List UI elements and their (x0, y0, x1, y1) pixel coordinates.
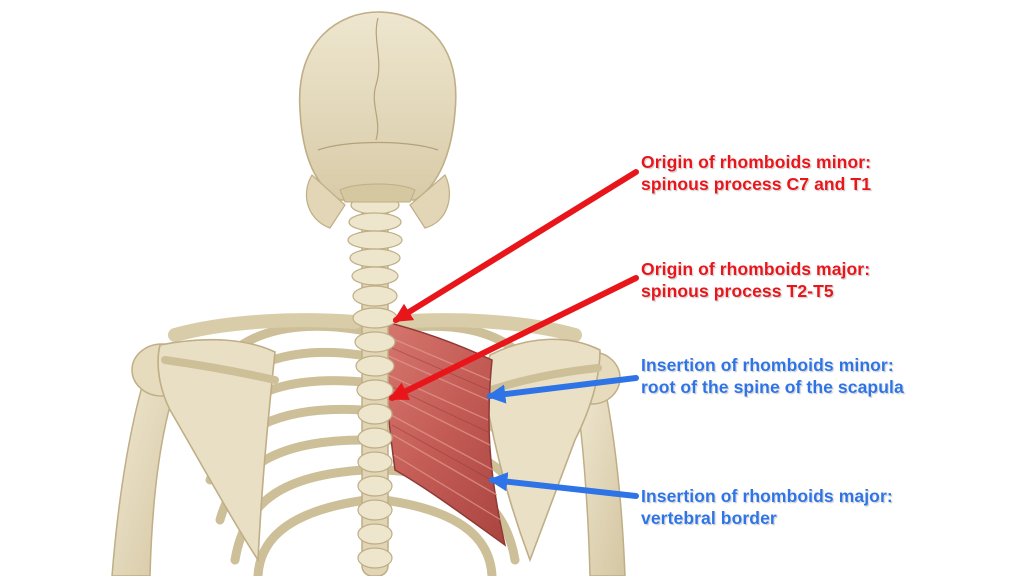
scapula-left (157, 338, 276, 563)
skull (298, 11, 457, 229)
red-arrow-icon (388, 275, 639, 401)
insertion-minor-detail: root of the spine of the scapula (641, 377, 904, 397)
insertion-major-detail: vertebral border (641, 508, 777, 528)
origin-major-label: Origin of rhomboids major: spinous proce… (641, 258, 870, 302)
origin-minor-detail: spinous process C7 and T1 (641, 174, 872, 194)
clavicle-left (168, 313, 362, 342)
origin-minor-title: Origin of rhomboids minor: (641, 152, 872, 172)
blue-arrow-icon (486, 375, 639, 404)
scapula-left-spine (161, 356, 279, 384)
insertion-minor-title: Insertion of rhomboids minor: (641, 355, 894, 375)
blue-arrow-icon (488, 472, 639, 499)
insertion-major-title: Insertion of rhomboids major: (641, 486, 893, 506)
red-arrow-icon (392, 169, 639, 323)
origin-major-title: Origin of rhomboids major: (641, 259, 871, 279)
insertion-minor-label: Insertion of rhomboids minor: root of th… (641, 354, 904, 398)
insertion-major-label: Insertion of rhomboids major: vertebral … (641, 485, 893, 529)
origin-major-detail: spinous process T2-T5 (641, 281, 834, 301)
origin-minor-label: Origin of rhomboids minor: spinous proce… (641, 151, 871, 195)
clavicle-right (388, 313, 582, 342)
rhomboid-muscles (377, 319, 507, 547)
